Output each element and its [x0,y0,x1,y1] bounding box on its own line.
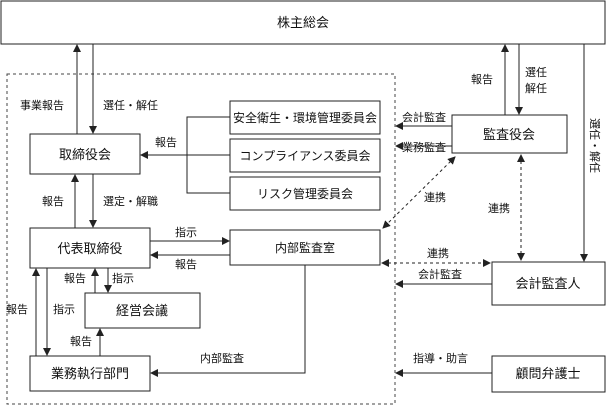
internal-audit-to-ops-arrow [150,265,306,377]
internal-audit-report-label: 報告 [175,258,197,271]
internal-audit-label: 内部監査室 [275,240,335,255]
rep-instruction-label: 指示 [175,225,197,239]
legal-counsel-label: 顧問弁護士 [515,366,580,382]
guidance-advice-label: 指導・助言 [413,351,468,365]
compliance-committee-label: コンプライアンス委員会 [240,149,371,163]
operations-dept-label: 業務執行部門 [51,366,129,382]
accounting-auditor-node: 会計監査人 [491,261,606,306]
risk-committee-label: リスク管理委員会 [257,186,353,201]
internal-organization-boundary [6,73,396,405]
audit-board-node: 監査役会 [451,114,568,154]
representative-director-label: 代表取締役 [57,241,122,257]
appoint-dismiss-vertical-label: 選任・解任 [588,118,602,173]
accounting-audit-label: 会計監査 [402,110,446,124]
committee-report-label: 報告 [155,136,177,149]
internal-audit-flow-label: 内部監査 [200,351,244,365]
cooperation-label-2: 連携 [488,201,510,215]
management-meeting-label: 経営会議 [116,304,168,319]
safety-committee-label: 安全衛生・環境管理委員会 [233,110,377,125]
representative-director-node: 代表取締役 [29,227,151,269]
shareholders-label: 株主総会 [277,16,329,31]
meeting-instruction-label: 指示 [112,271,134,285]
shareholders-node: 株主総会 [0,0,606,45]
legal-counsel-node: 顧問弁護士 [491,355,606,393]
safety-committee-node: 安全衛生・環境管理委員会 [229,100,381,135]
ops-meeting-report-label: 報告 [70,335,92,348]
appoint-dismiss-label: 選任・解任 [103,98,158,112]
audit-board-internal-audit-link [382,156,456,229]
internal-audit-node: 内部監査室 [229,229,381,266]
appoint-line1-label: 選任 [525,66,547,79]
accounting-auditor-label: 会計監査人 [515,276,580,292]
board-node: 取締役会 [29,133,141,175]
appoint-line2-label: 解任 [525,81,547,95]
ops-report-label: 報告 [6,303,28,316]
board-label: 取締役会 [59,147,111,163]
board-report-label: 報告 [42,195,64,208]
operations-audit-label: 業務監査 [402,140,446,154]
compliance-committee-node: コンプライアンス委員会 [229,138,381,173]
cooperation-label-1: 連携 [424,190,446,204]
select-dismiss-label: 選定・解職 [103,194,158,208]
cooperation-label-3: 連携 [427,246,449,260]
accounting-auditor-audit-label: 会計監査 [418,267,462,281]
ops-instruction-label: 指示 [53,302,75,316]
operations-dept-node: 業務執行部門 [29,355,151,392]
management-meeting-node: 経営会議 [84,292,201,329]
meeting-report-label: 報告 [64,272,86,285]
audit-board-report-label: 報告 [471,73,493,86]
audit-board-label: 監査役会 [483,127,535,143]
business-report-label: 事業報告 [20,99,64,112]
risk-committee-node: リスク管理委員会 [229,176,381,211]
